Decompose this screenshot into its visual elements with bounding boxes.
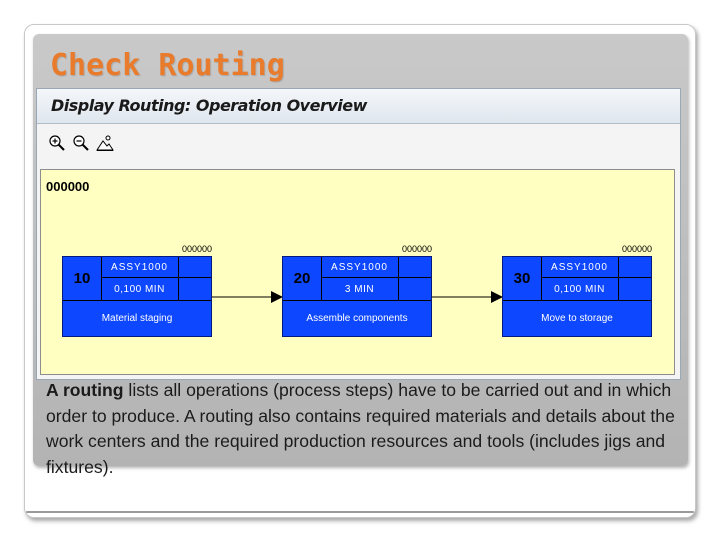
operation-empty-cell [619, 257, 651, 278]
slide-divider [26, 511, 694, 513]
graphic-toolbar [47, 133, 115, 153]
operation-code: 000000 [621, 244, 652, 254]
operation-time: 3 MIN [321, 278, 399, 301]
operation-material: ASSY1000 [541, 257, 619, 278]
graph-title: 000000 [46, 179, 90, 194]
operation-box: 20 ASSY1000 3 MIN Assemble components [282, 256, 432, 337]
zoom-out-button[interactable] [71, 133, 91, 153]
operation-number: 10 [63, 257, 102, 301]
operation-empty-cell [179, 278, 211, 301]
operation-number: 30 [503, 257, 542, 301]
overview-button[interactable] [95, 133, 115, 153]
operation-material: ASSY1000 [321, 257, 399, 278]
operation-node[interactable]: 000000 30 ASSY1000 0,100 MIN Move to sto… [502, 244, 652, 338]
operation-node[interactable]: 000000 20 ASSY1000 3 MIN Assemble compon… [282, 244, 432, 338]
zoom-in-button[interactable] [47, 133, 67, 153]
operation-description: Assemble components [306, 313, 408, 324]
operation-empty-cell [619, 278, 651, 301]
operation-description: Move to storage [541, 313, 613, 324]
operation-description: Material staging [101, 313, 173, 324]
description-lead: A routing [46, 380, 124, 400]
overview-icon [96, 135, 114, 151]
routing-graph: 000000 000000 10 ASSY1000 0,100 MIN Mate… [40, 169, 675, 375]
sap-window-header: Display Routing: Operation Overview [37, 89, 680, 124]
operation-box: 10 ASSY1000 0,100 MIN Material staging [62, 256, 212, 337]
operation-number: 20 [283, 257, 322, 301]
operation-node[interactable]: 000000 10 ASSY1000 0,100 MIN Material st… [62, 244, 212, 338]
operation-code: 000000 [401, 244, 432, 254]
operation-time: 0,100 MIN [101, 278, 179, 301]
operation-time: 0,100 MIN [541, 278, 619, 301]
operation-box: 30 ASSY1000 0,100 MIN Move to storage [502, 256, 652, 337]
sap-window-title: Display Routing: Operation Overview [51, 96, 367, 115]
sap-routing-window: Display Routing: Operation Overview [36, 88, 681, 380]
zoom-out-icon [73, 135, 89, 151]
description-rest: lists all operations (process steps) hav… [46, 380, 675, 477]
operation-empty-cell [399, 278, 431, 301]
sequence-arrow [432, 291, 503, 303]
slide-title: Check Routing [50, 48, 285, 83]
operation-material: ASSY1000 [101, 257, 179, 278]
operation-empty-cell [399, 257, 431, 278]
zoom-in-icon [49, 135, 65, 151]
sequence-arrow [212, 291, 283, 303]
slide-description: A routing lists all operations (process … [46, 378, 696, 480]
operation-code: 000000 [181, 244, 212, 254]
operation-empty-cell [179, 257, 211, 278]
